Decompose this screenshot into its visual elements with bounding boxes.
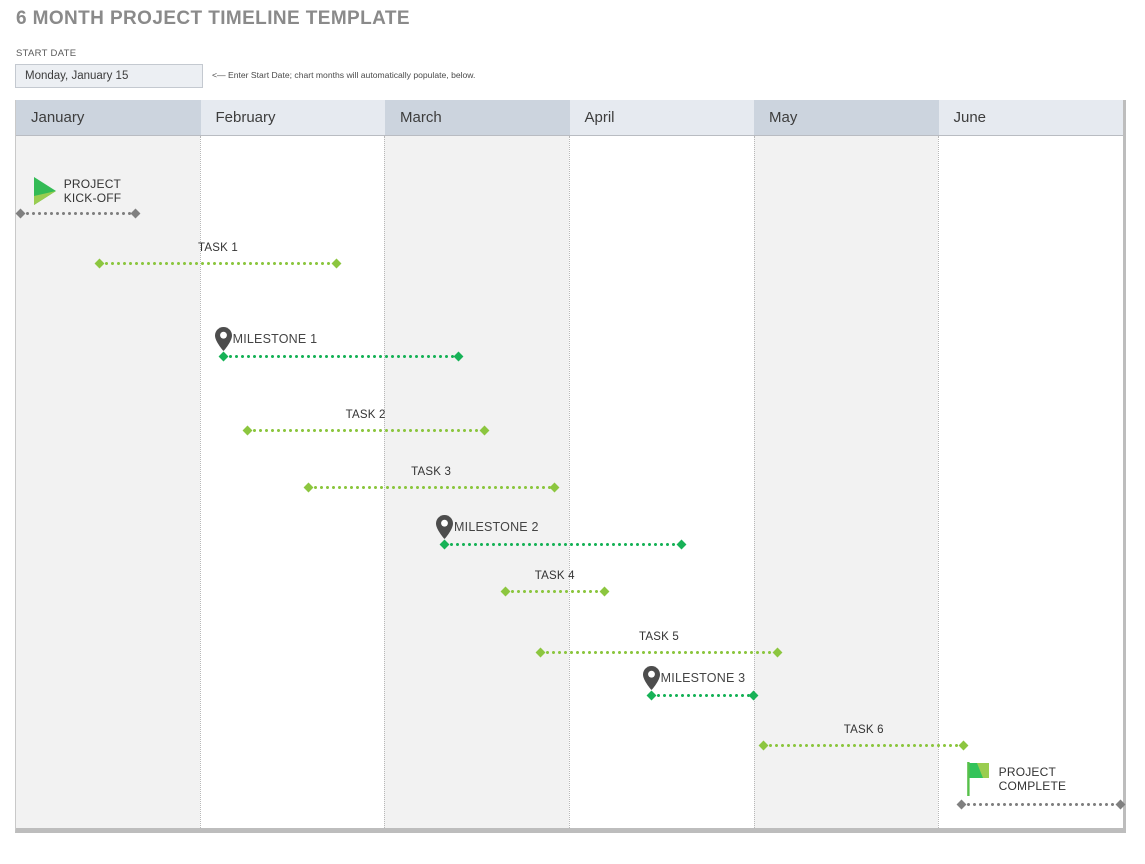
page-title: 6 MONTH PROJECT TIMELINE TEMPLATE (16, 8, 410, 29)
task-label: TASK 4 (534, 570, 575, 582)
bar-end-diamond-icon (453, 351, 464, 362)
bar-end-diamond-icon (549, 482, 560, 493)
month-column-january (16, 136, 200, 828)
finish-flag-icon (966, 762, 989, 796)
bar-start-diamond-icon (242, 425, 253, 436)
map-pin-icon (214, 327, 232, 351)
milestone-marker[interactable]: MILESTONE 1 (214, 327, 318, 351)
task-label: TASK 3 (411, 466, 452, 478)
month-header-april: April (569, 100, 754, 135)
timeline-bar-task-3[interactable] (303, 482, 560, 493)
timeline-bar-milestone-2[interactable] (439, 539, 687, 550)
milestone-marker[interactable]: MILESTONE 3 (642, 666, 746, 690)
map-pin-icon (642, 666, 660, 690)
bar-start-diamond-icon (15, 208, 26, 219)
timeline-bar-milestone-1[interactable] (218, 351, 464, 362)
month-column-march (384, 136, 570, 828)
bar-end-diamond-icon (748, 690, 759, 701)
milestone-label: MILESTONE 2 (454, 520, 539, 534)
timeline-bar-project-kick-off[interactable] (15, 208, 141, 219)
bar-end-diamond-icon (130, 208, 141, 219)
timeline-bar-task-2[interactable] (242, 425, 490, 436)
map-pin-icon (436, 515, 454, 539)
bar-end-diamond-icon (599, 586, 609, 597)
milestone-marker[interactable]: MILESTONE 2 (436, 515, 539, 539)
timeline-bar-task-5[interactable] (535, 647, 783, 658)
start-date-label: START DATE (16, 48, 77, 59)
bar-start-diamond-icon (758, 740, 769, 751)
flag-label-line: KICK-OFF (63, 191, 122, 205)
month-header-february: February (200, 100, 385, 135)
timeline-bar-task-6[interactable] (758, 740, 969, 751)
month-header-may: May (754, 100, 939, 135)
timeline-bar-task-1[interactable] (94, 258, 342, 269)
month-header-march: March (385, 100, 570, 135)
flag-label-line: PROJECT (998, 765, 1057, 779)
bar-end-diamond-icon (772, 647, 783, 658)
bar-end-diamond-icon (958, 740, 969, 751)
bar-start-diamond-icon (218, 351, 229, 362)
month-column-april (569, 136, 754, 828)
month-column-june (938, 136, 1124, 828)
timeline-bar-project-complete[interactable] (956, 799, 1126, 810)
bar-start-diamond-icon (535, 647, 546, 658)
task-label: TASK 6 (843, 724, 884, 736)
bar-end-diamond-icon (676, 539, 687, 550)
month-header-june: June (938, 100, 1123, 135)
task-label: TASK 1 (198, 242, 239, 254)
month-column-february (199, 136, 385, 828)
bar-start-diamond-icon (956, 799, 967, 810)
month-column-may (753, 136, 939, 828)
play-flag-icon (33, 177, 56, 205)
start-date-hint: <— Enter Start Date; chart months will a… (212, 70, 476, 80)
task-label: TASK 2 (345, 409, 386, 421)
start-date-input[interactable] (15, 64, 203, 88)
bar-start-diamond-icon (303, 482, 313, 493)
timeline-bar-milestone-3[interactable] (646, 690, 759, 701)
bar-start-diamond-icon (439, 539, 450, 550)
bar-end-diamond-icon (479, 425, 490, 436)
milestone-label: MILESTONE 1 (232, 332, 318, 346)
month-columns (16, 136, 1124, 828)
task-label: TASK 5 (638, 631, 679, 643)
bar-start-diamond-icon (646, 690, 657, 701)
bar-start-diamond-icon (94, 258, 105, 269)
bar-end-diamond-icon (331, 258, 342, 269)
bar-start-diamond-icon (500, 586, 511, 597)
bar-end-diamond-icon (1115, 799, 1126, 810)
timeline-bar-task-4[interactable] (500, 586, 609, 597)
flag-label-line: PROJECT (63, 177, 122, 191)
milestone-label: MILESTONE 3 (660, 671, 746, 685)
flag-label-line: COMPLETE (998, 779, 1067, 793)
month-header-january: January (16, 100, 201, 135)
